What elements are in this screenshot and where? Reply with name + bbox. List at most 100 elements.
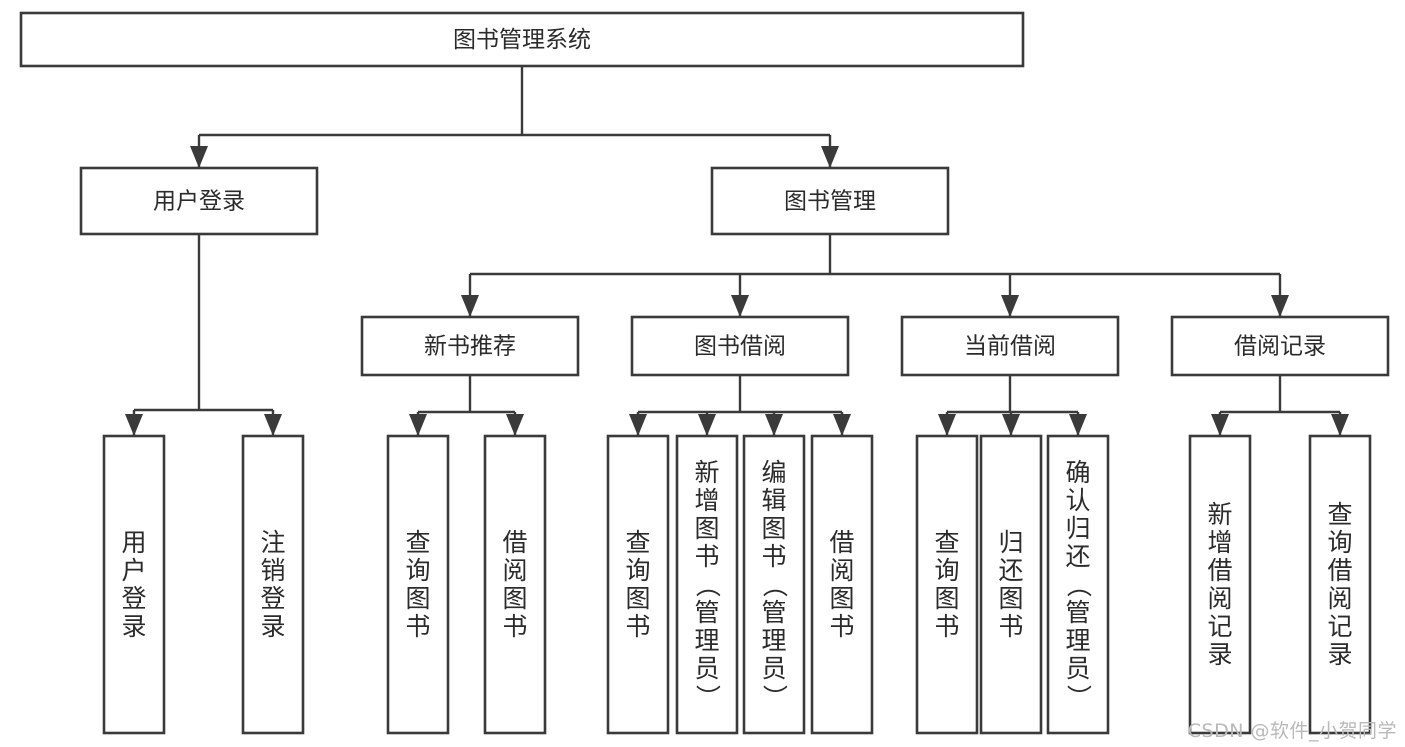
node-box [1046, 434, 1110, 735]
node-l3-2[interactable]: 当前借阅 [900, 315, 1120, 377]
node-label-char: 管 [761, 598, 786, 627]
node-leaf-0[interactable]: 用户登录 [102, 434, 166, 735]
node-label-char: 书 [761, 542, 786, 571]
watermark-label: CSDN @软件_小贺同学 [1187, 720, 1397, 742]
node-l2-0[interactable]: 用户登录 [79, 166, 319, 236]
node-label-char: 辑 [761, 486, 786, 515]
node-label-char: 借 [502, 528, 527, 557]
arrow-head-icon [1271, 295, 1289, 317]
node-box [386, 434, 450, 735]
node-label-char: 理 [694, 626, 719, 655]
node-label-char: 查 [625, 528, 650, 557]
node-label-char: 图 [502, 584, 527, 613]
node-box [710, 166, 950, 236]
node-label-char: 阅 [502, 556, 527, 585]
node-label-char: 记 [1207, 612, 1232, 641]
arrow-head-icon [1001, 295, 1019, 317]
node-l3-0[interactable]: 新书推荐 [360, 315, 580, 377]
node-label-char: 借 [1207, 556, 1232, 585]
arrow-head-icon [1211, 414, 1229, 436]
node-label-char: （ [1064, 572, 1093, 597]
connectors-layer [125, 66, 1349, 436]
node-box [810, 434, 874, 735]
node-label-char: 编 [761, 458, 786, 487]
arrow-head-icon [765, 414, 783, 436]
node-label-char: 员 [1065, 654, 1090, 683]
node-label-char: 新 [694, 458, 719, 487]
node-label-char: 书 [934, 612, 959, 641]
node-label-char: 用 [121, 528, 146, 557]
node-label-char: 注 [260, 528, 285, 557]
node-label-char: 户 [121, 556, 146, 585]
node-box [1170, 315, 1390, 377]
arrow-head-icon [461, 295, 479, 317]
node-box [79, 166, 319, 236]
node-label-char: 归 [1065, 514, 1090, 543]
node-label: 借阅记录 [1234, 334, 1326, 360]
node-box [675, 434, 739, 735]
node-label-char: 借 [1327, 556, 1352, 585]
node-label-char: 理 [1065, 626, 1090, 655]
node-label-char: 管 [694, 598, 719, 627]
node-label-char: 理 [761, 626, 786, 655]
node-label-char: 阅 [1207, 584, 1232, 613]
node-label-char: ） [1064, 684, 1093, 709]
node-label: 图书借阅 [694, 334, 786, 360]
node-label-char: 登 [121, 584, 146, 613]
node-l3-3[interactable]: 借阅记录 [1170, 315, 1390, 377]
arrow-head-icon [506, 414, 524, 436]
node-l2-1[interactable]: 图书管理 [710, 166, 950, 236]
node-label-char: 销 [260, 556, 285, 585]
node-l3-1[interactable]: 图书借阅 [630, 315, 850, 377]
node-box [606, 434, 670, 735]
node-label-char: 登 [260, 584, 285, 613]
arrow-head-icon [409, 414, 427, 436]
node-root-0[interactable]: 图书管理系统 [19, 11, 1025, 68]
arrow-head-icon [264, 414, 282, 436]
node-label-char: 增 [1207, 528, 1232, 557]
node-box [900, 315, 1120, 377]
arrow-head-icon [125, 414, 143, 436]
arrow-head-icon [821, 146, 839, 168]
node-label-char: 询 [934, 556, 959, 585]
arrow-head-icon [698, 414, 716, 436]
node-box [483, 434, 547, 735]
node-label-char: 询 [625, 556, 650, 585]
arrow-head-icon [190, 146, 208, 168]
node-box [102, 434, 166, 735]
node-label-char: 书 [694, 542, 719, 571]
node-box [630, 315, 850, 377]
node-label: 图书管理系统 [453, 27, 591, 53]
node-label-char: 查 [1327, 500, 1352, 529]
node-box [360, 315, 580, 377]
node-label-char: （ [760, 572, 789, 597]
arrow-head-icon [1002, 414, 1020, 436]
node-box [19, 11, 1025, 68]
node-label-char: 录 [121, 612, 146, 641]
arrow-head-icon [833, 414, 851, 436]
node-label-char: 员 [761, 654, 786, 683]
node-label-char: 图 [405, 584, 430, 613]
node-label: 当前借阅 [964, 334, 1056, 360]
node-box [1188, 434, 1252, 735]
node-label-char: 借 [829, 528, 854, 557]
node-box [742, 434, 806, 735]
node-label-char: 书 [502, 612, 527, 641]
node-label-char: 书 [998, 612, 1023, 641]
node-box [241, 434, 305, 735]
node-label-char: 归 [998, 528, 1023, 557]
node-label-char: 阅 [1327, 584, 1352, 613]
